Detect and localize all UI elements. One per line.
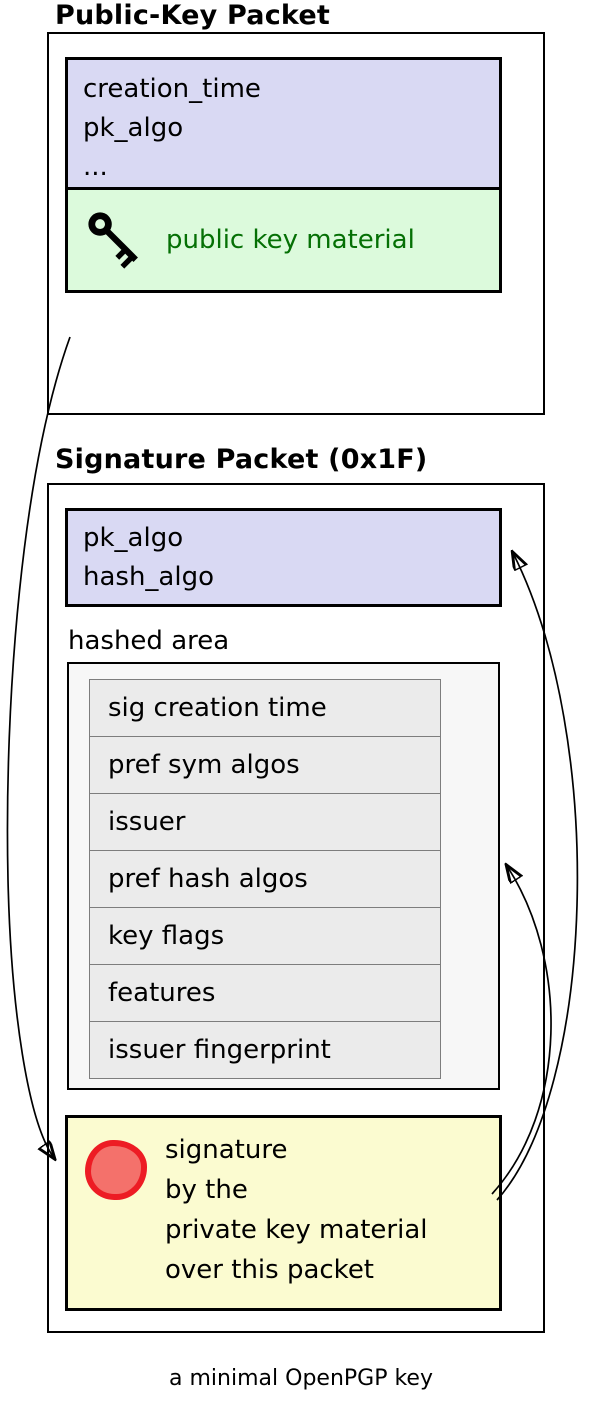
field-creation-time: creation_time — [83, 74, 261, 104]
signature-line: over this packet — [165, 1255, 375, 1285]
public-key-material-box: public key material — [65, 187, 502, 293]
field-hash-algo: hash_algo — [83, 562, 215, 592]
public-key-packet-title: Public-Key Packet — [55, 0, 330, 31]
hashed-area-rows: sig creation time pref sym algos issuer … — [89, 679, 441, 1079]
hashed-row-issuer-fingerprint: issuer fingerprint — [89, 1021, 441, 1079]
hashed-row-pref-hash-algos: pref hash algos — [89, 850, 441, 908]
field-ellipsis: ... — [83, 152, 108, 182]
signature-line: by the — [165, 1175, 248, 1205]
field-pk-algo: pk_algo — [83, 523, 184, 553]
signature-packet-title: Signature Packet (0x1F) — [55, 444, 428, 475]
signature-line: private key material — [165, 1215, 428, 1245]
signature-value-box: signature by the private key material ov… — [65, 1115, 502, 1311]
hashed-row-sig-creation-time: sig creation time — [89, 679, 441, 737]
hashed-area-label: hashed area — [68, 626, 230, 656]
field-pk-algo: pk_algo — [83, 113, 184, 143]
key-icon — [88, 212, 138, 269]
hashed-row-issuer: issuer — [89, 793, 441, 851]
signature-text: signature by the private key material ov… — [165, 1130, 428, 1290]
public-key-material-label: public key material — [166, 225, 415, 255]
diagram-caption: a minimal OpenPGP key — [169, 1366, 433, 1391]
public-key-header-fields: creation_time pk_algo ... — [65, 57, 502, 190]
seal-icon — [85, 1140, 147, 1200]
signature-header-fields: pk_algo hash_algo — [65, 508, 502, 607]
hashed-row-features: features — [89, 964, 441, 1022]
hashed-row-key-flags: key flags — [89, 907, 441, 965]
hashed-area-box: sig creation time pref sym algos issuer … — [67, 662, 500, 1090]
signature-line: signature — [165, 1135, 288, 1165]
hashed-row-pref-sym-algos: pref sym algos — [89, 736, 441, 794]
